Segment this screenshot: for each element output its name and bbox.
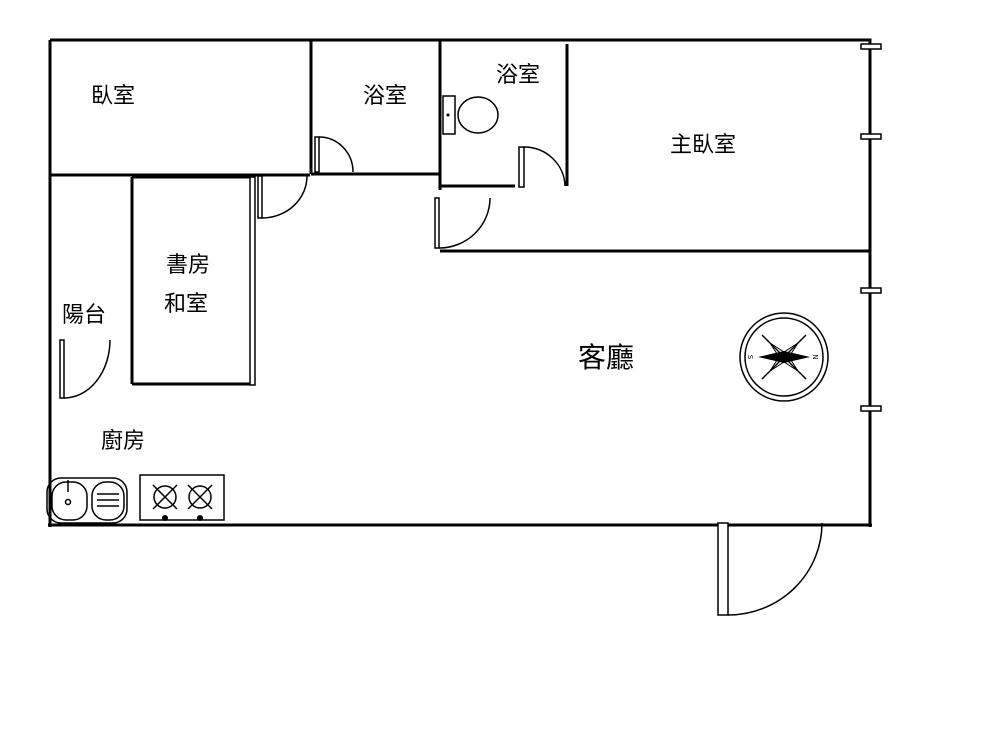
living-room-label: 客廳 <box>578 341 634 374</box>
bathroom-2-door <box>518 146 566 188</box>
study-label: 書房 <box>166 253 210 278</box>
kitchen-label: 廚房 <box>101 429 145 454</box>
master-bedroom-door <box>434 197 491 249</box>
balcony-label: 陽台 <box>62 303 106 328</box>
bathroom-1-label: 浴室 <box>363 84 407 109</box>
bathroom-2-label: 浴室 <box>496 63 540 88</box>
toilet-icon <box>442 95 499 135</box>
sink-icon <box>46 477 128 524</box>
doors <box>59 136 823 616</box>
balcony-door <box>59 339 111 399</box>
bedroom-door <box>257 175 308 219</box>
compass-south-label: S <box>746 355 754 360</box>
entrance-door <box>717 522 823 616</box>
windows <box>860 43 882 412</box>
japanese-room-label: 和室 <box>164 292 208 317</box>
bathroom-1-door <box>314 136 354 173</box>
compass-icon: S N <box>739 312 829 402</box>
master-bedroom-label: 主臥室 <box>670 133 736 158</box>
stove-icon <box>139 474 225 521</box>
compass-north-label: N <box>811 354 819 359</box>
walls <box>48 38 872 527</box>
bedroom-label: 臥室 <box>91 84 135 109</box>
room-labels: 臥室 浴室 浴室 主臥室 書房 和室 陽台 客廳 廚房 <box>62 63 736 454</box>
